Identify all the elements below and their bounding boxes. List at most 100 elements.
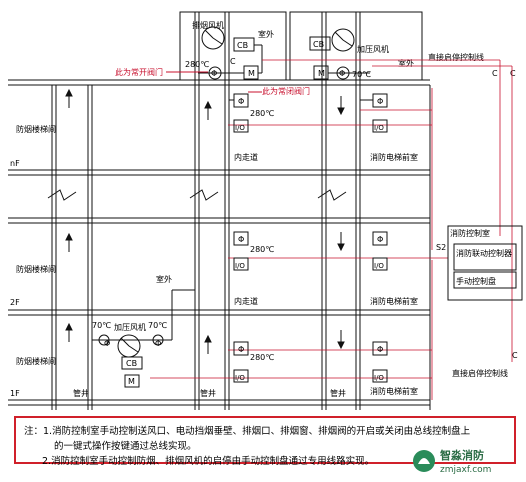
outdoor-label-right: 室外: [398, 58, 414, 68]
manual-panel-label: 手动控制盘: [456, 276, 496, 286]
pressure-fan-icon: [331, 28, 355, 52]
nf-io-label-center: I/O: [235, 124, 245, 132]
exhaust-c-label: C: [230, 57, 236, 66]
room-stair-1f: 防烟楼梯间: [16, 356, 56, 366]
linkage-controller-label: 消防联动控制器: [456, 248, 512, 258]
nf-io-box-center: [233, 119, 249, 133]
1f-valve-box-center: [233, 341, 249, 356]
2f-valve-box-center: [233, 231, 249, 246]
exhaust-fan-label: 排烟风机: [192, 20, 224, 30]
pipe-shaft-left: 管井: [73, 388, 89, 398]
pressure-cb-box: [309, 36, 331, 51]
nf-valve-label-right: Φ: [377, 97, 383, 106]
2f-io-label-center: I/O: [235, 262, 245, 270]
2f-valve-label-center: Φ: [238, 235, 244, 244]
pipe-shaft-center: 管井: [200, 388, 216, 398]
pressure-cb-label: CB: [313, 40, 324, 49]
direct-line-c1: C: [492, 69, 498, 78]
exhaust-fan-assembly: [198, 26, 263, 80]
exhaust-cb-label: CB: [237, 41, 248, 50]
pressure-temp-label: 70℃: [352, 70, 371, 79]
control-room-label: 消防控制室: [450, 228, 490, 238]
1f-io-box-center: [233, 369, 249, 383]
ground-valve-right: Φ: [155, 339, 161, 348]
1f-valve-box-right: [372, 341, 388, 356]
floor-slab-2f: [8, 309, 430, 316]
1f-temp-label-center: 280℃: [250, 353, 274, 362]
floor-label-2f: 2F: [10, 298, 20, 307]
exhaust-valve-label: Φ: [211, 69, 217, 78]
2f-io-box-right: [372, 257, 388, 271]
room-stair-2f: 防烟楼梯间: [16, 264, 56, 274]
ground-temp-left: 70℃: [92, 321, 111, 330]
note-line-2: 的一键式操作按键通过总线实现。: [54, 441, 197, 452]
pressure-motor-label: M: [318, 69, 325, 78]
pressure-valve-label: Φ: [339, 69, 345, 78]
outdoor-label-ground: 室外: [156, 274, 172, 284]
direct-line-c3: C: [512, 351, 518, 360]
ground-cb-label: CB: [126, 359, 137, 368]
2f-io-label-right: I/O: [374, 262, 384, 270]
airflow-arrows: [65, 88, 345, 354]
pressure-fan-label: 加压风机: [357, 44, 389, 54]
nf-io-label-right: I/O: [374, 124, 384, 132]
2f-valve-box-right: [372, 231, 388, 246]
ground-temp-right: 70℃: [148, 321, 167, 330]
exhaust-motor-label: M: [248, 69, 255, 78]
direct-line-label-bottom: 直接启停控制线: [452, 368, 508, 378]
control-room-box: [447, 225, 523, 301]
ground-motor-label: M: [128, 377, 135, 386]
nf-io-box-right: [372, 119, 388, 133]
normally-closed-note: 此为常闭阀门: [262, 86, 310, 96]
floor-slab-top: [8, 79, 430, 86]
red-leaders: [166, 71, 262, 93]
nf-devices: [229, 93, 388, 133]
control-room-panel: [447, 225, 523, 301]
manual-panel-box: [453, 271, 517, 289]
exhaust-temp-label: 280℃: [185, 60, 209, 69]
2f-devices: [233, 231, 388, 271]
1f-io-box-right: [372, 369, 388, 383]
nf-temp-label-center: 280℃: [250, 109, 274, 118]
watermark-url: zmjaxf.com: [440, 465, 491, 475]
watermark-logo: 智淼消防 zmjaxf.com: [410, 444, 522, 478]
ground-cb-box: [121, 356, 143, 370]
1f-valve-label-right: Φ: [377, 345, 383, 354]
room-stair-nf: 防烟楼梯间: [16, 124, 56, 134]
outdoor-label-top: 室外: [258, 29, 274, 39]
room-lobby-1f: 消防电梯前室: [370, 386, 418, 396]
break-marks: [47, 189, 347, 201]
note-line-3: 2.消防控制室手动控制防烟、排烟风机的启停由手动控制盘通过专用线路实现。: [42, 456, 375, 467]
direct-line-label-top: 直接启停控制线: [428, 52, 484, 62]
ground-fan-label: 加压风机: [114, 322, 146, 332]
2f-valve-label-right: Φ: [377, 235, 383, 244]
direct-line-c2: C: [510, 69, 516, 78]
walls: [51, 11, 431, 410]
nf-valve-label-center: Φ: [238, 97, 244, 106]
1f-devices: [92, 289, 388, 388]
2f-io-box-center: [233, 257, 249, 271]
floor-slab-upper-mid: [8, 217, 430, 224]
floor-slab-nf: [8, 169, 430, 176]
linkage-controller-box: [453, 243, 517, 271]
pressure-fan-assembly: [309, 28, 370, 80]
1f-valve-label-center: Φ: [238, 345, 244, 354]
watermark-brand: 智淼消防: [440, 448, 484, 462]
room-corridor-2f: 内走道: [234, 296, 258, 306]
1f-io-label-center: I/O: [235, 374, 245, 382]
notes-box: 注：1.消防控制室手动控制送风口、电动挡烟垂壁、排烟口、排烟窗、排烟阀的开启或关…: [14, 416, 516, 467]
pipe-shaft-right: 管井: [330, 388, 346, 398]
floor-label-nf: nF: [10, 159, 20, 168]
1f-io-label-right: I/O: [374, 374, 384, 382]
ground-motor-box: [124, 374, 140, 388]
2f-temp-label-center: 280℃: [250, 245, 274, 254]
room-lobby-2f: 消防电梯前室: [370, 296, 418, 306]
room-lobby-nf: 消防电梯前室: [370, 152, 418, 162]
room-corridor-nf: 内走道: [234, 152, 258, 162]
normally-open-note: 此为常开阀门: [115, 67, 163, 77]
floor-label-1f: 1F: [10, 389, 20, 398]
note-line-1: 注：1.消防控制室手动控制送风口、电动挡烟垂壁、排烟口、排烟窗、排烟阀的开启或关…: [24, 426, 471, 437]
floor-slab-1f: [8, 399, 430, 406]
